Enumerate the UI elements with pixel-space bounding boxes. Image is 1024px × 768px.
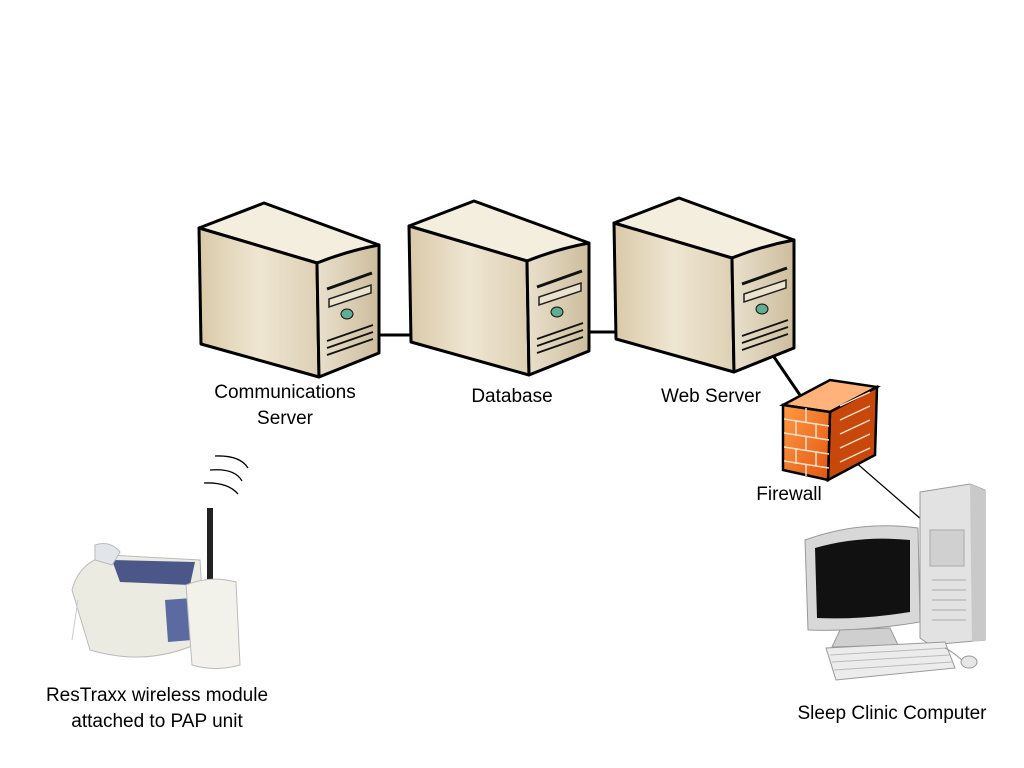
- pap-device-with-antenna-icon: [71, 455, 249, 669]
- communications-server-label: Communications Server: [214, 380, 356, 432]
- firewall-label: Firewall: [756, 484, 822, 505]
- pap-unit-label: ResTraxx wireless module attached to PAP…: [46, 683, 268, 735]
- web-server-label: Web Server: [661, 386, 761, 407]
- communications-server-icon: [199, 203, 379, 377]
- wireless-signal-icon: [203, 455, 249, 495]
- label-line-2: Server: [257, 408, 313, 429]
- web-server-icon: [614, 198, 794, 372]
- label-line-2: attached to PAP unit: [71, 711, 243, 732]
- label-line-1: Communications: [214, 382, 356, 403]
- label-line-1: ResTraxx wireless module: [45, 685, 269, 706]
- desktop-computer-icon: [804, 483, 986, 681]
- link-webserver-firewall: [772, 356, 804, 399]
- database-server-icon: [409, 201, 589, 375]
- sleep-clinic-computer-label: Sleep Clinic Computer: [797, 703, 987, 724]
- firewall-icon: [779, 378, 881, 483]
- database-label: Database: [471, 386, 553, 407]
